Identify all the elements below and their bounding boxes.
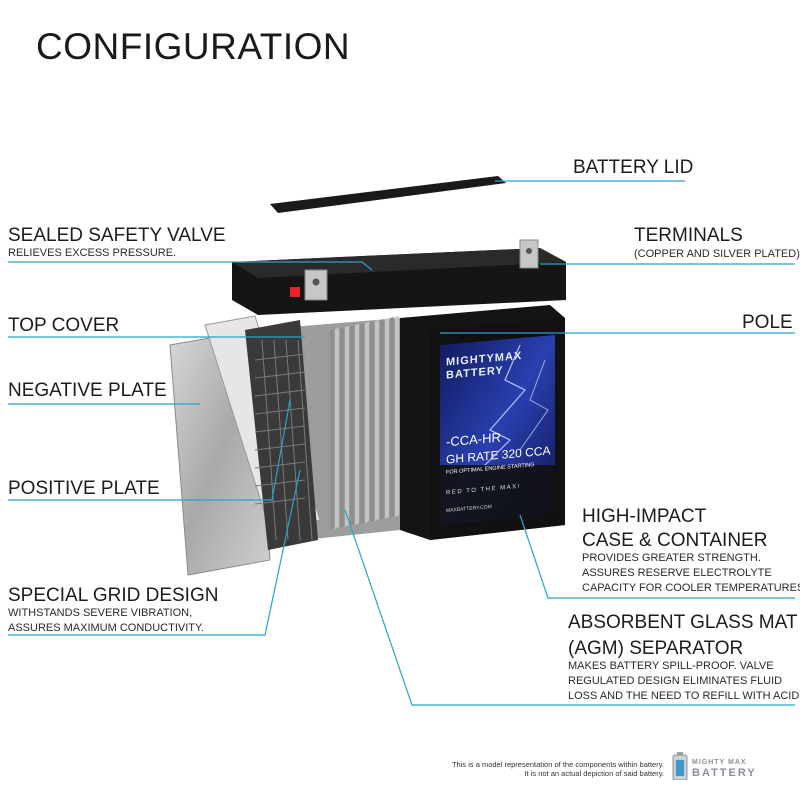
- label-sealed-safety-valve: SEALED SAFETY VALVE: [8, 225, 226, 246]
- label-agm-1: ABSORBENT GLASS MAT: [568, 612, 798, 633]
- label-agm-sub-1: MAKES BATTERY SPILL-PROOF. VALVE: [568, 660, 774, 672]
- leader-positive-plate: [8, 399, 291, 501]
- footer-note-1: This is a model representation of the co…: [451, 760, 664, 769]
- grid-line: [254, 443, 306, 451]
- footer-battery-icon: [672, 752, 688, 781]
- battery-case: [400, 305, 565, 540]
- leader-high-impact: [519, 514, 795, 599]
- grid-line: [273, 339, 289, 541]
- label-high-impact-sub-2: ASSURES RESERVE ELECTROLYTE: [582, 567, 772, 579]
- label-terminals: TERMINALS: [634, 225, 743, 246]
- thin-plate: [385, 318, 389, 519]
- label-agm-sub-3: LOSS AND THE NEED TO REFILL WITH ACID.: [568, 690, 800, 702]
- red-marker: [290, 287, 300, 297]
- thin-plate: [335, 328, 339, 529]
- thin-plate: [360, 323, 364, 524]
- label-top-cover: TOP COVER: [8, 315, 120, 336]
- footer-note: This is a model representation of the co…: [452, 760, 664, 778]
- leader-sealed-valve: [8, 261, 373, 271]
- grid-line: [254, 461, 306, 469]
- grid-line: [254, 407, 306, 415]
- thin-plate: [365, 322, 369, 523]
- grid-line: [254, 389, 306, 397]
- footer-note-2: It is not an actual depiction of said ba…: [524, 769, 664, 778]
- label-special-grid-design: SPECIAL GRID DESIGN: [8, 585, 219, 606]
- page-title: CONFIGURATION: [36, 26, 351, 67]
- thin-plate: [350, 325, 354, 526]
- grid-line: [297, 339, 313, 541]
- label-special-grid-sub-2: ASSURES MAXIMUM CONDUCTIVITY.: [8, 622, 204, 634]
- terminal-right: [519, 239, 539, 269]
- label-battery-lid: BATTERY LID: [573, 157, 694, 178]
- label-positive-plate: POSITIVE PLATE: [8, 478, 160, 499]
- positive-plate-panel: [245, 320, 318, 550]
- thin-plate: [340, 327, 344, 528]
- grid-line: [261, 339, 277, 541]
- grid-line: [254, 371, 306, 379]
- label-negative-plate: NEGATIVE PLATE: [8, 380, 167, 401]
- label-agm-sub-2: REGULATED DESIGN ELIMINATES FLUID: [568, 675, 783, 687]
- thin-plate: [370, 321, 374, 522]
- thin-plate: [375, 320, 379, 521]
- label-sealed-safety-valve-sub: RELIEVES EXCESS PRESSURE.: [8, 247, 177, 259]
- grid-line: [285, 339, 301, 541]
- footer-brand-1: MIGHTY MAX: [692, 759, 747, 766]
- footer-brand: MIGHTY MAX BATTERY: [692, 758, 757, 779]
- thin-plate: [380, 319, 384, 520]
- label-high-impact-2: CASE & CONTAINER: [582, 530, 768, 551]
- battery-lid: [270, 176, 506, 213]
- footer-brand-2: BATTERY: [692, 767, 757, 779]
- thin-plate: [390, 317, 394, 518]
- label-high-impact-sub-3: CAPACITY FOR COOLER TEMPERATURES.: [582, 582, 800, 594]
- leader-grid-design: [8, 469, 301, 636]
- grid-line: [254, 479, 306, 487]
- label-pole: POLE: [742, 312, 793, 333]
- label-special-grid-sub-1: WITHSTANDS SEVERE VIBRATION,: [8, 607, 193, 619]
- top-cover: [232, 248, 566, 315]
- thin-plate: [345, 326, 349, 527]
- label-high-impact-1: HIGH-IMPACT: [582, 506, 707, 527]
- thin-plate: [395, 316, 399, 517]
- label-agm-2: (AGM) SEPARATOR: [568, 638, 744, 659]
- label-terminals-sub: (COPPER AND SILVER PLATED): [634, 248, 800, 260]
- label-high-impact-sub-1: PROVIDES GREATER STRENGTH.: [582, 552, 761, 564]
- thin-plate: [330, 329, 334, 530]
- thin-plate: [355, 324, 359, 525]
- terminal-left: [304, 269, 328, 301]
- leader-agm: [344, 509, 795, 706]
